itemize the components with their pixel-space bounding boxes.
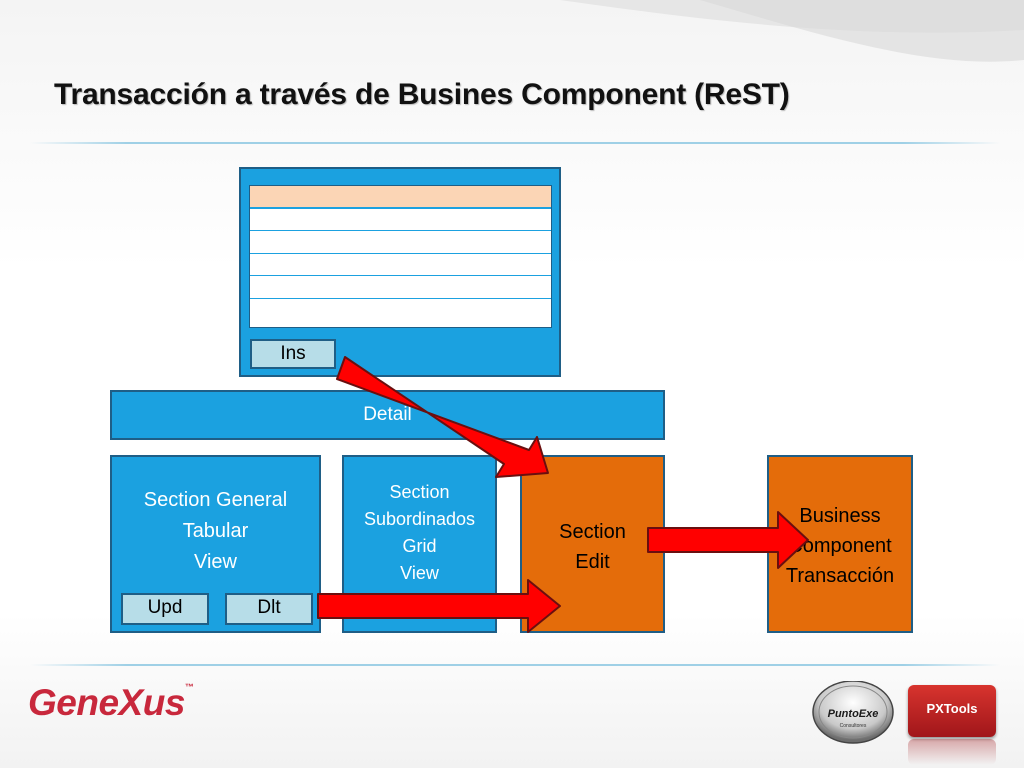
dlt-button[interactable]: Dlt <box>225 593 313 625</box>
section-subordinados-line4: View <box>400 563 439 583</box>
section-subordinados-line2: Subordinados <box>363 509 476 529</box>
genexus-logo-tm: ™ <box>184 682 194 692</box>
section-edit-line2: Edit <box>575 551 610 573</box>
business-component-line3: Transacción <box>785 565 895 587</box>
business-component-box: Business Component Transacción <box>767 455 913 633</box>
grid-row <box>250 299 551 322</box>
section-edit-label: Section Edit <box>522 517 663 577</box>
business-component-line1: Business <box>799 505 881 527</box>
grid-row <box>250 209 551 231</box>
section-subordinados-box: Section Subordinados Grid View <box>342 455 497 633</box>
ins-button[interactable]: Ins <box>250 339 336 369</box>
grid-row <box>250 276 551 299</box>
header-swoosh-decoration <box>560 0 1024 62</box>
pxtools-logo-reflection <box>908 739 996 765</box>
business-component-line2: Component <box>788 535 892 557</box>
section-general-label: Section General Tabular View <box>112 485 319 578</box>
grid-panel: Ins <box>239 167 561 377</box>
section-subordinados-label: Section Subordinados Grid View <box>344 479 495 587</box>
section-general-line2: Tabular <box>182 520 249 542</box>
section-edit-line1: Section <box>559 521 626 543</box>
section-general-box: Section General Tabular View Upd Dlt <box>110 455 321 633</box>
pxtools-logo: PXTools <box>908 685 996 737</box>
puntoexe-logo-text: PuntoExe <box>828 708 879 720</box>
section-edit-box: Section Edit <box>520 455 665 633</box>
section-general-line1: Section General <box>143 489 288 511</box>
footer-divider <box>30 664 1000 666</box>
grid-row <box>250 254 551 276</box>
puntoexe-logo-subtext: Consultores <box>840 723 867 729</box>
business-component-label: Business Component Transacción <box>769 501 911 591</box>
upd-button[interactable]: Upd <box>121 593 209 625</box>
genexus-logo-text: GeneXus <box>28 682 185 723</box>
genexus-logo: GeneXus™ <box>28 682 194 724</box>
grid-header-row <box>250 186 551 209</box>
slide-title: Transacción a través de Busines Componen… <box>54 78 790 111</box>
section-subordinados-line3: Grid <box>402 536 437 556</box>
detail-bar: Detail <box>110 390 665 440</box>
grid-table <box>249 185 552 328</box>
section-general-line3: View <box>194 551 237 573</box>
puntoexe-logo: PuntoExe Consultores <box>812 681 894 744</box>
section-subordinados-line1: Section <box>389 482 450 502</box>
grid-row <box>250 231 551 254</box>
title-divider <box>30 142 1000 144</box>
